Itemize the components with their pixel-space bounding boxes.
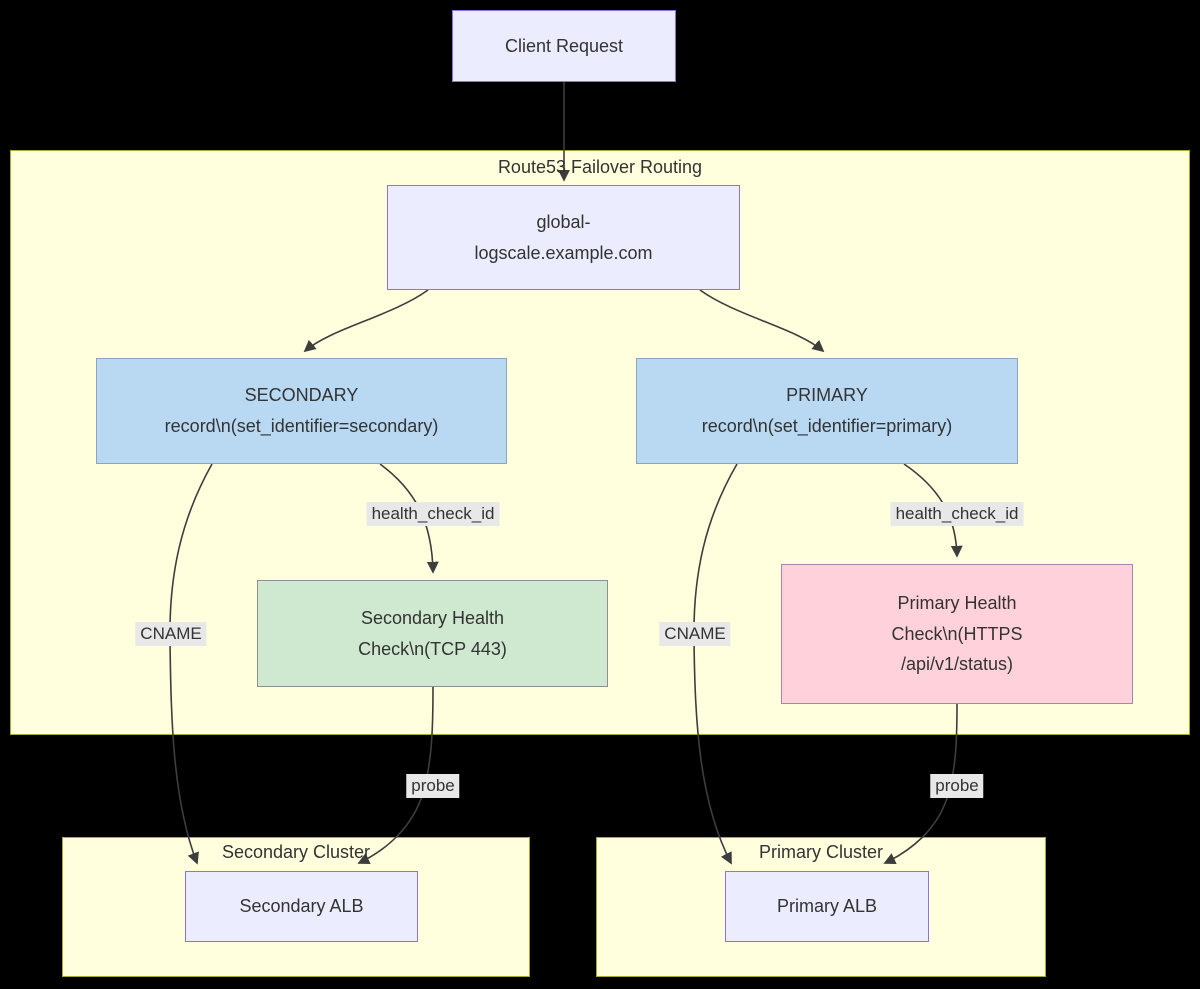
node-secondary-health-check: Secondary Health Check\n(TCP 443) <box>257 580 608 687</box>
edge-label-secondary-health-check-id: health_check_id <box>366 502 500 526</box>
node-primary-health-line3: /api/v1/status) <box>900 654 1014 675</box>
node-primary-health-line1: Primary Health <box>897 593 1017 614</box>
node-secondary-alb-label: Secondary ALB <box>239 896 364 917</box>
node-dns-line2: logscale.example.com <box>474 242 653 263</box>
node-primary-alb: Primary ALB <box>725 871 929 942</box>
subgraph-secondary-cluster-title: Secondary Cluster <box>221 842 371 862</box>
subgraph-primary-cluster-title: Primary Cluster <box>758 842 883 862</box>
node-primary-record-line1: PRIMARY <box>786 385 868 406</box>
edge-label-secondary-cname: CNAME <box>135 622 207 646</box>
node-dns-line1: global- <box>536 211 591 232</box>
node-secondary-record: SECONDARY record\n(set_identifier=second… <box>96 358 507 464</box>
node-secondary-alb: Secondary ALB <box>185 871 418 942</box>
node-secondary-health-line2: Check\n(TCP 443) <box>358 638 507 659</box>
edge-label-primary-health-check-id: health_check_id <box>890 502 1024 526</box>
node-primary-record: PRIMARY record\n(set_identifier=primary) <box>636 358 1018 464</box>
node-primary-record-line2: record\n(set_identifier=primary) <box>701 416 953 436</box>
node-client-request-label: Client Request <box>504 35 624 56</box>
node-primary-health-check: Primary Health Check\n(HTTPS /api/v1/sta… <box>781 564 1133 704</box>
node-secondary-record-line2: record\n(set_identifier=secondary) <box>164 416 439 436</box>
edge-label-primary-probe: probe <box>930 774 984 798</box>
node-primary-alb-label: Primary ALB <box>776 896 878 917</box>
node-client-request: Client Request <box>452 10 676 82</box>
subgraph-route53-title: Route53 Failover Routing <box>497 157 703 177</box>
node-secondary-health-line1: Secondary Health <box>360 607 505 628</box>
edge-label-secondary-probe: probe <box>406 774 460 798</box>
node-secondary-record-line1: SECONDARY <box>244 385 359 406</box>
node-primary-health-line2: Check\n(HTTPS <box>891 623 1023 644</box>
node-dns-record: global- logscale.example.com <box>387 185 740 290</box>
edge-label-primary-cname: CNAME <box>659 622 731 646</box>
